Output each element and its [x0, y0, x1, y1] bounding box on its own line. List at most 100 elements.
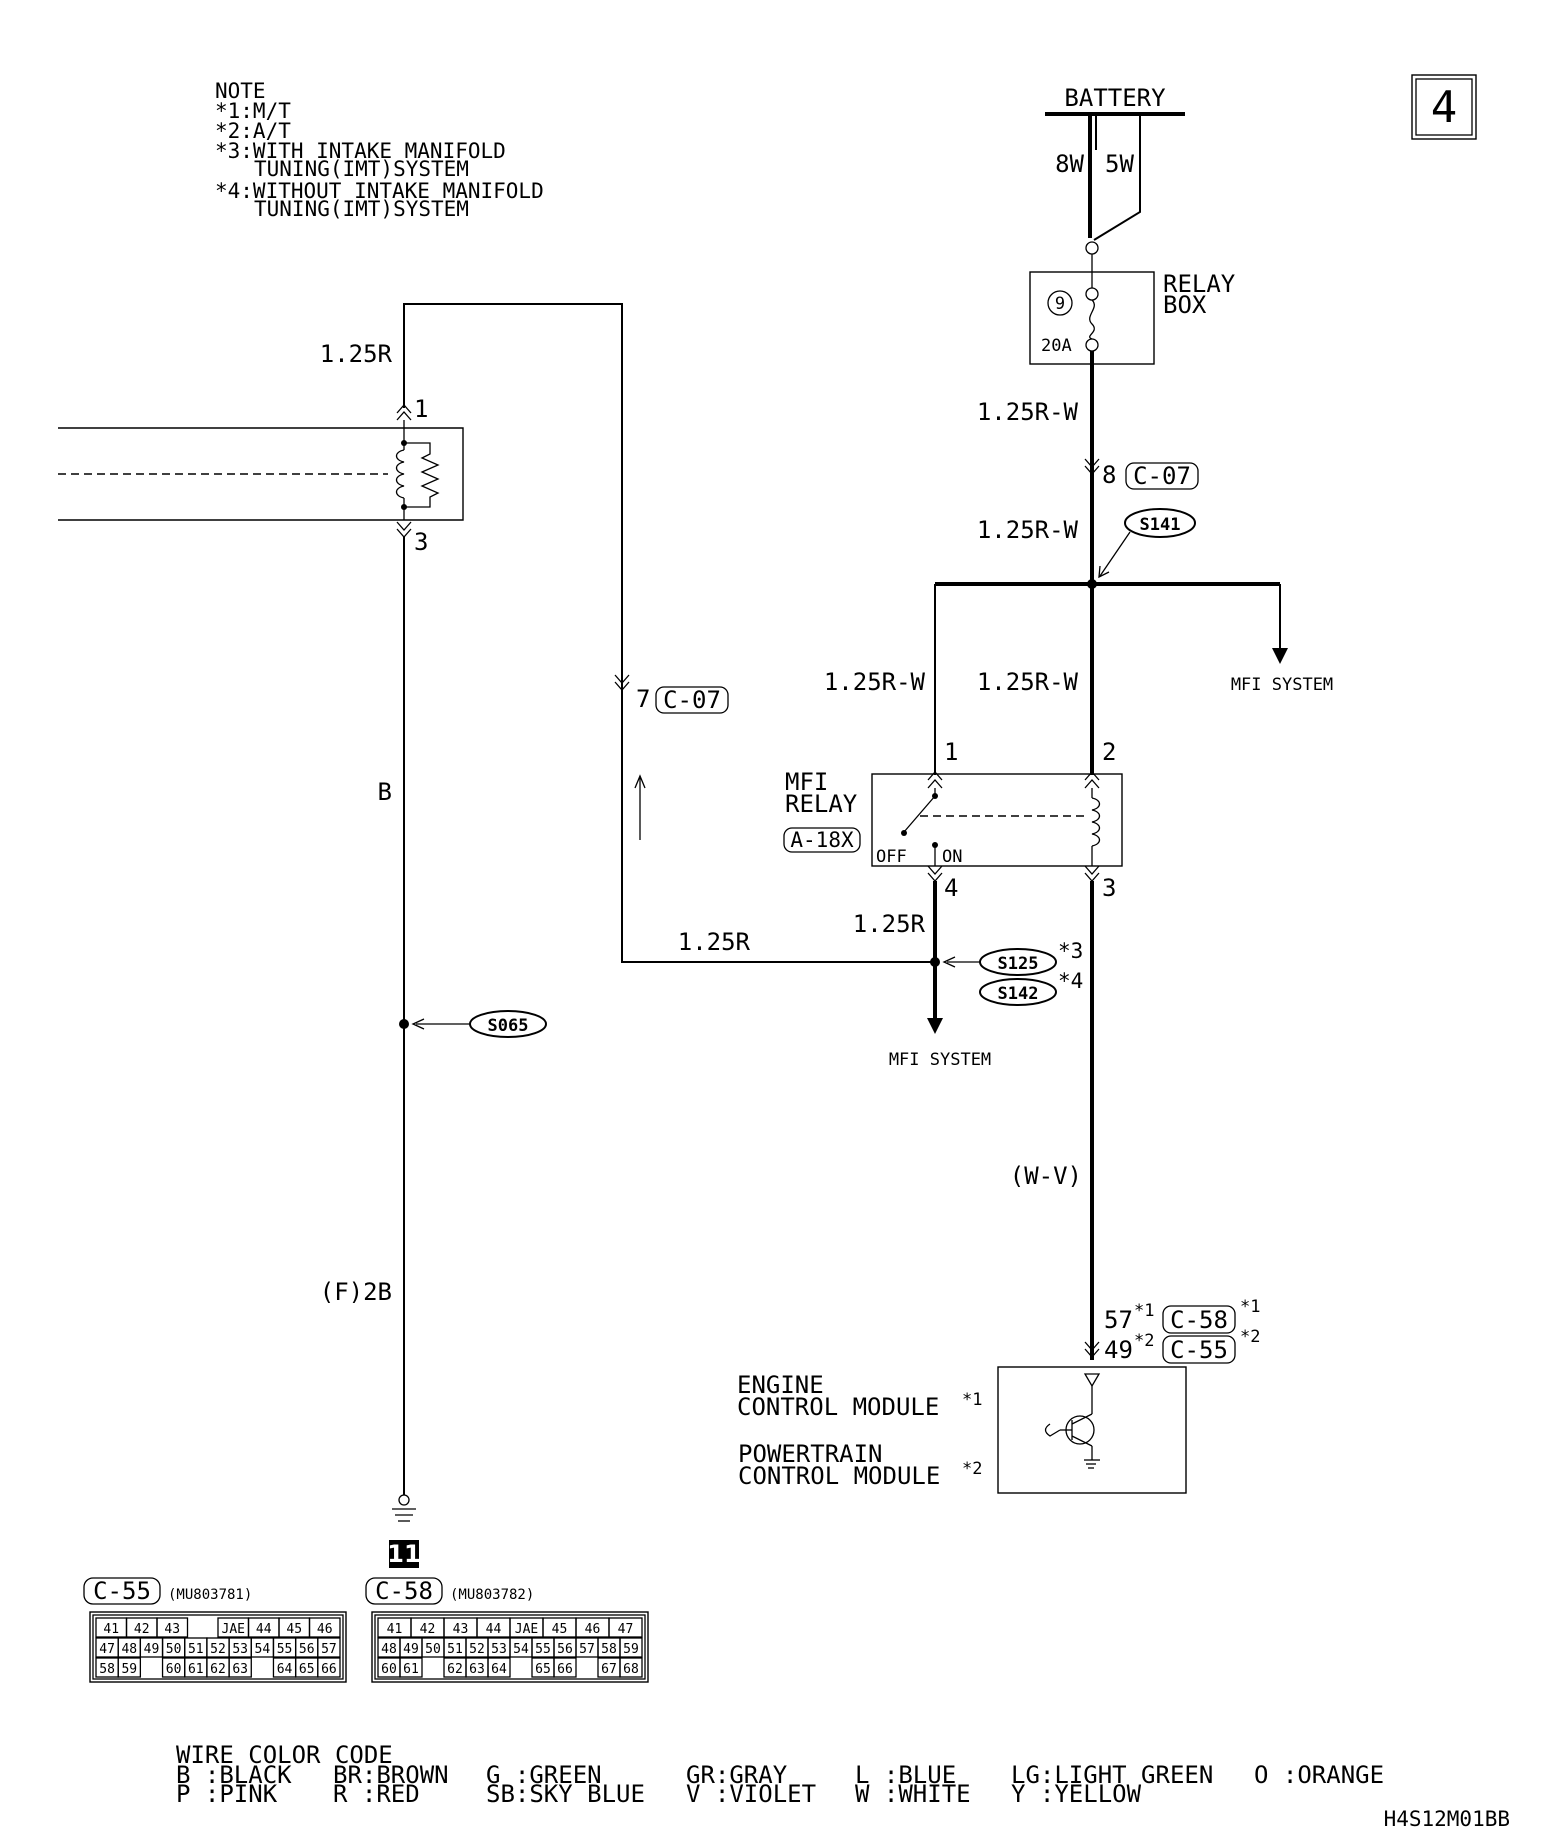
wire-color-code-item: B :BLACK: [176, 1761, 292, 1789]
pcm-label-line1: POWERTRAIN: [738, 1440, 883, 1468]
wire-color-code-item: L :BLUE: [855, 1761, 956, 1789]
wire-label-branch-left: 1.25R-W: [824, 668, 926, 696]
ecm-label-line1: ENGINE: [737, 1371, 824, 1399]
connector-pin: 47: [618, 1622, 634, 1637]
note-line: *4:WITHOUT INTAKE MANIFOLD: [215, 179, 544, 203]
connector-pin: 66: [557, 1662, 573, 1677]
wire-color-code-item: Y :YELLOW: [1011, 1780, 1142, 1808]
wire-color-code: WIRE COLOR CODE B :BLACK BR:BROWN G :GRE…: [176, 1741, 1384, 1808]
note-line: *1:M/T: [215, 99, 291, 123]
left-component: 1 3: [58, 395, 464, 556]
relay-box-label-line1: RELAY: [1163, 270, 1236, 298]
connector-pin: 61: [188, 1662, 204, 1677]
wire-color-code-item: G :GREEN: [486, 1761, 602, 1789]
connector-pin: 51: [188, 1642, 204, 1657]
connector-pin: 63: [469, 1662, 485, 1677]
connector-pin: 62: [210, 1662, 226, 1677]
connector-pin: 46: [585, 1622, 601, 1637]
ecm-pin57: 57: [1104, 1306, 1133, 1334]
arrow-down-icon: [1272, 648, 1288, 664]
connector-pin: 68: [623, 1662, 639, 1677]
mfi-relay-connector: A-18X: [790, 828, 854, 852]
mfi-system-bottom: MFI SYSTEM: [889, 1050, 991, 1070]
pcm-note: *2: [962, 1459, 982, 1479]
wire-color-code-item: BR:BROWN: [333, 1761, 449, 1789]
mfi-relay-pin1: 1: [944, 738, 958, 766]
wire-label-left-top: 1.25R: [320, 340, 393, 368]
splice-s125-note: *3: [1058, 939, 1083, 963]
drawing-id: H4S12M01BB: [1384, 1807, 1510, 1831]
connector-pin: 55: [277, 1642, 293, 1657]
splice-s125-label: S125: [998, 954, 1039, 974]
connector-pin: 43: [453, 1622, 469, 1637]
mfi-relay-on: ON: [942, 847, 962, 867]
mfi-relay-pin3: 3: [1102, 874, 1116, 902]
splice-s065: S065: [411, 1010, 547, 1038]
wire-label-left-b: B: [378, 778, 392, 806]
ecm-pin49: 49: [1104, 1336, 1133, 1364]
connector-pin: 45: [286, 1622, 302, 1637]
note-title: NOTE: [215, 79, 266, 103]
connector-pin: 41: [103, 1622, 119, 1637]
wire-label-after-fuse: 1.25R-W: [977, 398, 1079, 426]
connector-pin: 67: [601, 1662, 617, 1677]
connector-pin: 50: [166, 1642, 182, 1657]
wire-color-code-title: WIRE COLOR CODE: [176, 1741, 393, 1769]
connector-pin: 54: [255, 1642, 271, 1657]
left-component-pin1: 1: [414, 395, 428, 423]
note-line: TUNING(IMT)SYSTEM: [254, 157, 469, 181]
connector-pin: 58: [601, 1642, 617, 1657]
connector-pin: 65: [535, 1662, 551, 1677]
wire-color-code-item: O :ORANGE: [1254, 1761, 1384, 1789]
wire-label-to-ecm: (W-V): [1010, 1162, 1082, 1190]
note-line: TUNING(IMT)SYSTEM: [254, 197, 469, 221]
mfi-system-right: MFI SYSTEM: [1231, 675, 1333, 695]
left-component-pin3: 3: [414, 528, 428, 556]
connector-pin: 47: [99, 1642, 115, 1657]
splice-point-s065: [399, 1019, 409, 1029]
battery-wire-8w: 8W: [1055, 150, 1084, 178]
ecm-c58-note: *1: [1240, 1297, 1260, 1317]
connector-pin: JAE: [515, 1622, 538, 1637]
wire-color-code-item: R :RED: [333, 1780, 420, 1808]
connector-pin: 63: [232, 1662, 248, 1677]
wire-color-code-item: SB:SKY BLUE: [486, 1780, 645, 1808]
mfi-relay-pin2: 2: [1102, 738, 1116, 766]
mfi-relay-off: OFF: [876, 847, 907, 867]
control-module: ENGINE CONTROL MODULE *1 POWERTRAIN CONT…: [737, 1366, 1187, 1494]
battery-wire-5w: 5W: [1105, 150, 1134, 178]
connector-pin: 53: [491, 1642, 507, 1657]
connector-pin: 64: [491, 1662, 507, 1677]
connector-pin: 59: [623, 1642, 639, 1657]
connector-pin: 61: [403, 1662, 419, 1677]
ecm-pin57-note: *1: [1134, 1301, 1154, 1321]
connector-view-part: (MU803782): [450, 1587, 534, 1603]
connector-pin: 44: [256, 1622, 272, 1637]
splice-s125: S125 *3: [942, 939, 1083, 976]
battery: BATTERY 8W 5W: [1045, 84, 1185, 241]
wire-label-after-c07: 1.25R-W: [977, 516, 1079, 544]
page-number-box: 4: [1411, 74, 1477, 140]
c07-label-left: C-07: [663, 686, 721, 714]
ground-number: 11: [387, 1540, 420, 1568]
wire-label-branch-center: 1.25R-W: [977, 668, 1079, 696]
wire-color-code-item: V :VIOLET: [686, 1780, 816, 1808]
connector-pin: 62: [447, 1662, 463, 1677]
note-block: NOTE *1:M/T *2:A/T *3:WITH INTAKE MANIFO…: [215, 79, 544, 221]
connector-pin: 54: [513, 1642, 529, 1657]
splice-s142-note: *4: [1058, 969, 1083, 993]
c07-label: C-07: [1133, 462, 1191, 490]
ecm-note: *1: [962, 1390, 982, 1410]
wire-color-code-item: P :PINK: [176, 1780, 278, 1808]
mfi-relay-pin4: 4: [944, 874, 958, 902]
relay-box-label-line2: BOX: [1163, 291, 1207, 319]
note-line: *2:A/T: [215, 119, 291, 143]
connector-pin: 60: [381, 1662, 397, 1677]
splice-s141: S141: [1098, 508, 1196, 579]
splice-s065-label: S065: [488, 1016, 529, 1036]
c07-connector-label-right: C-07: [1125, 462, 1199, 490]
battery-label: BATTERY: [1064, 84, 1166, 112]
